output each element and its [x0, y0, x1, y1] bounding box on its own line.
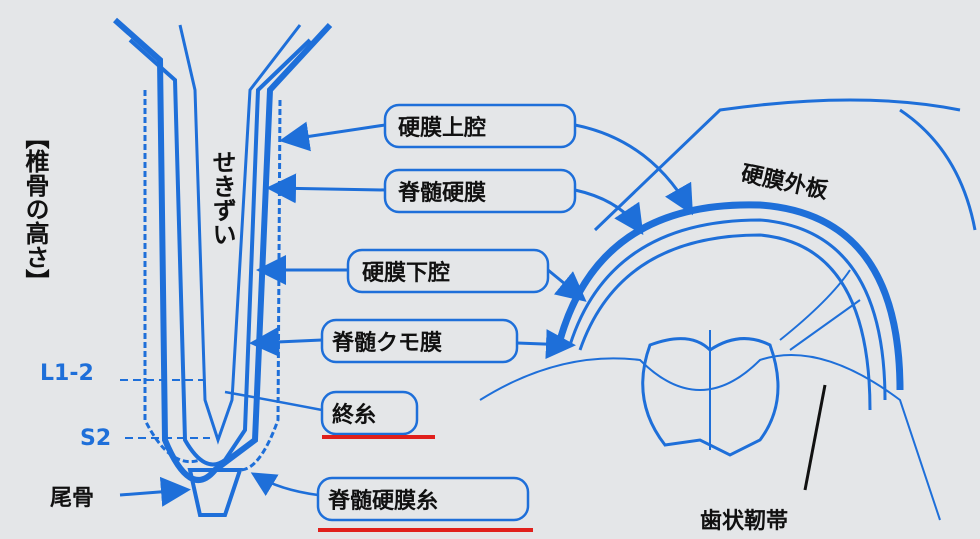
label-subdural-space: 硬膜下腔 [256, 248, 587, 302]
spinal-cord-label: せきずい [208, 150, 236, 246]
label-spinal-arachnoid: 脊髄クモ膜 [249, 318, 576, 364]
svg-text:脊髄クモ膜: 脊髄クモ膜 [331, 330, 442, 356]
label-spinal-dura: 脊髄硬膜 [266, 168, 644, 235]
label-dural-filum: 脊髄硬膜糸 [250, 472, 533, 532]
level-s2: S2 [80, 426, 111, 451]
label-denticulate-ligament: 歯状靭帯 [700, 508, 788, 534]
cross-section [479, 98, 977, 521]
vertebral-level-title: 【椎骨の高さ】 [21, 125, 49, 293]
svg-text:硬膜上腔: 硬膜上腔 [398, 115, 486, 141]
label-outer-dural-layer: 硬膜外板 [739, 160, 831, 204]
svg-text:硬膜下腔: 硬膜下腔 [362, 260, 450, 286]
level-l1-2: L1-2 [40, 361, 94, 386]
label-filum-terminale: 終糸 [224, 390, 435, 439]
svg-text:終糸: 終糸 [332, 402, 376, 428]
svg-text:脊髄硬膜糸: 脊髄硬膜糸 [327, 488, 438, 514]
label-epidural-space: 硬膜上腔 [279, 103, 693, 216]
svg-text:脊髄硬膜: 脊髄硬膜 [397, 180, 486, 206]
longitudinal-section: せきずい [113, 17, 333, 517]
coccyx-label: 尾骨 [50, 486, 94, 511]
